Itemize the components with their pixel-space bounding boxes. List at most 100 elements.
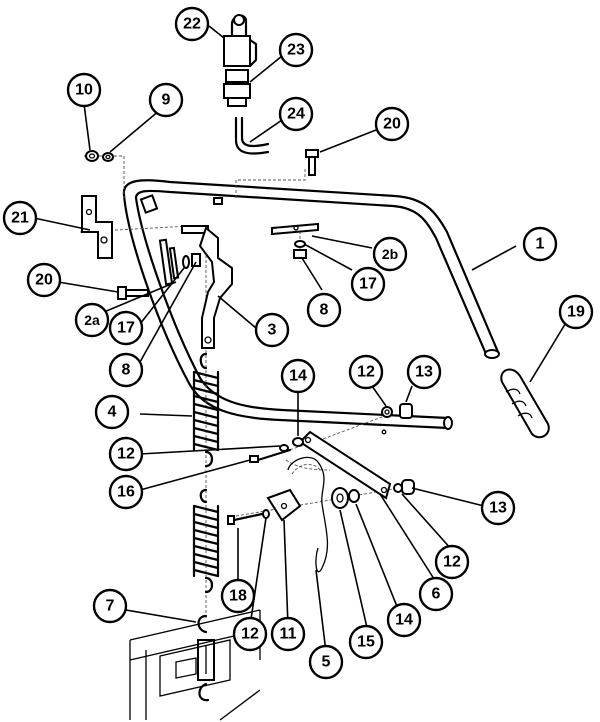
washer-lower-left — [262, 509, 270, 519]
svg-text:12: 12 — [443, 554, 461, 571]
svg-text:9: 9 — [162, 92, 171, 109]
svg-text:15: 15 — [357, 634, 375, 651]
callout-14b: 14 — [386, 602, 422, 638]
callout-12a: 12 — [348, 354, 384, 390]
svg-text:17: 17 — [117, 320, 135, 337]
svg-text:13: 13 — [489, 500, 507, 517]
svg-text:13: 13 — [415, 364, 433, 381]
leader-lines — [33, 25, 571, 653]
callout-5: 5 — [308, 644, 344, 680]
svg-text:1: 1 — [536, 236, 545, 253]
cable — [287, 456, 329, 573]
svg-text:12: 12 — [117, 446, 135, 463]
washer-right — [294, 240, 306, 248]
bolt-lower — [227, 512, 264, 525]
svg-text:23: 23 — [287, 42, 305, 59]
svg-text:14: 14 — [395, 612, 413, 629]
bolt-left — [117, 286, 149, 300]
callout-9: 9 — [148, 82, 184, 118]
callout-12d: 12 — [232, 616, 268, 652]
svg-text:10: 10 — [75, 82, 93, 99]
svg-text:2a: 2a — [84, 312, 100, 328]
svg-text:5: 5 — [322, 654, 331, 671]
turnbuckle — [197, 614, 215, 702]
callout-10: 10 — [66, 72, 102, 108]
control-lever — [181, 225, 233, 349]
roller — [331, 487, 349, 509]
svg-text:8: 8 — [122, 362, 131, 379]
svg-text:6: 6 — [432, 586, 441, 603]
callout-13a: 13 — [406, 354, 442, 390]
callout-6: 6 — [418, 576, 454, 612]
callout-12b: 12 — [108, 436, 144, 472]
callout-18: 18 — [220, 578, 256, 614]
callout-2b: 2b — [372, 236, 408, 272]
callout-15: 15 — [348, 624, 384, 660]
svg-text:11: 11 — [280, 626, 297, 643]
svg-text:17: 17 — [359, 276, 377, 293]
mounting-bracket — [81, 195, 113, 259]
svg-text:7: 7 — [106, 598, 115, 615]
svg-text:19: 19 — [567, 304, 585, 321]
svg-text:20: 20 — [35, 272, 53, 289]
svg-text:14: 14 — [289, 368, 307, 385]
callout-23: 23 — [278, 32, 314, 68]
callout-17a: 17 — [108, 310, 144, 346]
svg-text:12: 12 — [357, 364, 375, 381]
svg-text:24: 24 — [287, 106, 305, 123]
spacer-lower — [348, 489, 360, 503]
svg-text:18: 18 — [229, 588, 247, 605]
callout-8b: 8 — [306, 292, 342, 328]
switch — [223, 14, 258, 68]
nut-left — [191, 253, 201, 267]
callout-13b: 13 — [480, 490, 516, 526]
callout-3: 3 — [254, 312, 290, 348]
svg-text:21: 21 — [11, 210, 29, 227]
callout-20a: 20 — [374, 106, 410, 142]
callout-24: 24 — [278, 96, 314, 132]
callout-8a: 8 — [108, 352, 144, 388]
bolt-top-right — [305, 149, 319, 176]
callout-17b: 17 — [350, 266, 386, 302]
upper-spring — [192, 352, 220, 468]
cap-nut-upper — [399, 403, 413, 419]
cap-nut-lower — [401, 479, 415, 495]
svg-text:20: 20 — [383, 116, 401, 133]
nut-top — [85, 150, 99, 162]
strain-relief — [223, 69, 251, 107]
washer-top — [102, 152, 114, 162]
left-pivot-bracket — [158, 238, 180, 286]
washer-left — [182, 255, 190, 269]
svg-text:2b: 2b — [382, 246, 398, 262]
hand-grip — [500, 368, 550, 439]
svg-text:12: 12 — [241, 626, 259, 643]
washer-lower-right — [393, 483, 403, 493]
washer-upper-right — [381, 406, 393, 418]
svg-text:22: 22 — [183, 16, 201, 33]
callout-1: 1 — [522, 226, 558, 262]
svg-text:4: 4 — [108, 404, 117, 421]
wire-harness — [234, 116, 270, 155]
callout-14a: 14 — [280, 358, 316, 394]
callout-11: 11 — [270, 616, 306, 652]
svg-text:16: 16 — [117, 484, 135, 501]
callout-16: 16 — [108, 474, 144, 510]
svg-text:3: 3 — [268, 322, 277, 339]
cable-bracket — [266, 488, 302, 522]
callout-2a: 2a — [74, 302, 110, 338]
callout-21: 21 — [2, 200, 38, 236]
nut-right — [293, 249, 307, 259]
bolt-middle — [249, 448, 292, 463]
callout-20b: 20 — [26, 262, 62, 298]
callout-19: 19 — [558, 294, 594, 330]
callout-7: 7 — [92, 588, 128, 624]
lower-spring — [192, 488, 220, 594]
callout-12c: 12 — [434, 544, 470, 580]
spacer-upper — [292, 437, 304, 447]
link-arm — [298, 430, 392, 500]
svg-text:8: 8 — [320, 302, 329, 319]
callout-22: 22 — [174, 6, 210, 42]
right-pivot-plate — [271, 222, 319, 236]
callout-4: 4 — [94, 394, 130, 430]
